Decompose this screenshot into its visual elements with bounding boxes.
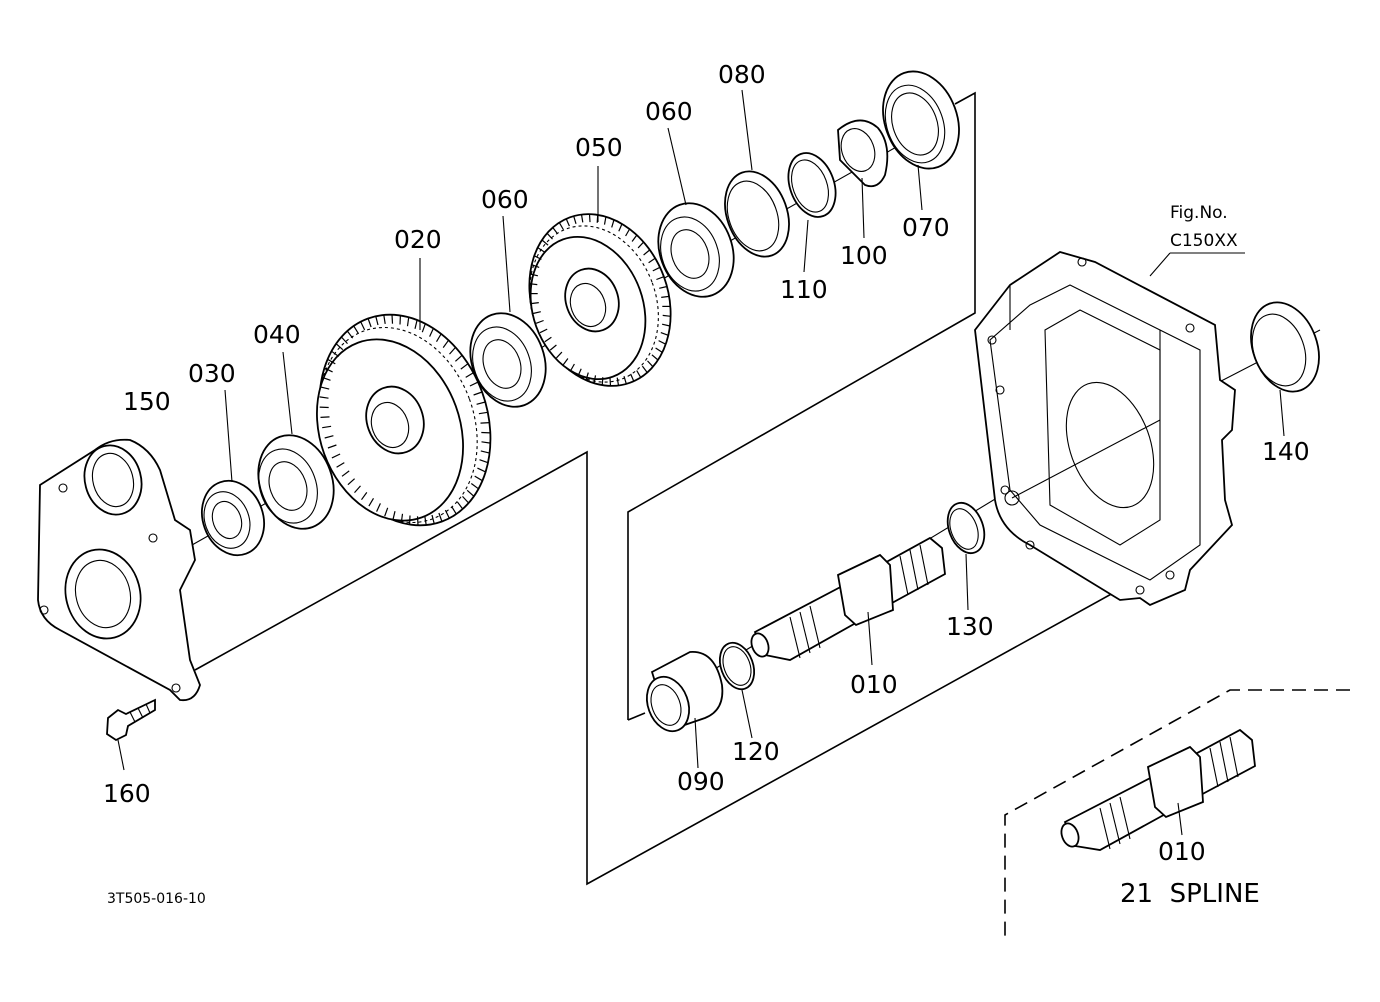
label-120: 120 <box>732 737 780 766</box>
fig-no-value: C150XX <box>1170 231 1238 251</box>
shaft-010 <box>750 536 946 666</box>
plate-150 <box>37 438 201 702</box>
label-160: 160 <box>103 779 151 808</box>
label-130: 130 <box>946 612 994 641</box>
label-110: 110 <box>780 275 828 304</box>
o-ring-120 <box>718 641 756 739</box>
shaft-010-21-spline <box>1060 728 1256 851</box>
ring-080 <box>724 89 790 258</box>
label-080: 080 <box>718 60 766 89</box>
label-020: 020 <box>394 225 442 254</box>
bearing-060-left <box>469 215 547 408</box>
label-010-alt: 010 <box>1158 837 1206 866</box>
seal-140 <box>1250 301 1320 437</box>
bearing-090 <box>646 651 724 769</box>
gear-050 <box>528 166 672 387</box>
label-070: 070 <box>902 213 950 242</box>
bolt-160 <box>106 698 156 771</box>
alt-shaft-frame <box>1004 689 1350 940</box>
seal-070 <box>882 70 960 211</box>
label-010-main: 010 <box>850 670 898 699</box>
gear-050-teeth <box>529 214 671 386</box>
label-040: 040 <box>253 320 301 349</box>
snap-ring-110 <box>787 152 837 273</box>
bearing-030 <box>201 389 265 557</box>
bearing-060-right <box>657 127 735 298</box>
gear-020 <box>316 258 492 527</box>
drawing-code: 3T505-016-10 <box>107 891 206 907</box>
fig-no-label: Fig.No. <box>1170 203 1228 223</box>
snap-ring-130 <box>946 501 986 611</box>
bearing-040 <box>257 351 335 530</box>
label-060-right: 060 <box>645 97 693 126</box>
label-090: 090 <box>677 767 725 796</box>
label-030: 030 <box>188 359 236 388</box>
label-140: 140 <box>1262 437 1310 466</box>
gear-020-teeth <box>319 314 491 526</box>
spline-note: 21 SPLINE <box>1120 879 1260 909</box>
plate-100 <box>837 119 889 239</box>
upper-group-frame <box>194 91 1201 886</box>
label-060-left: 060 <box>481 185 529 214</box>
housing-case <box>974 251 1245 607</box>
label-150: 150 <box>123 387 171 416</box>
label-100: 100 <box>840 241 888 270</box>
label-050: 050 <box>575 133 623 162</box>
